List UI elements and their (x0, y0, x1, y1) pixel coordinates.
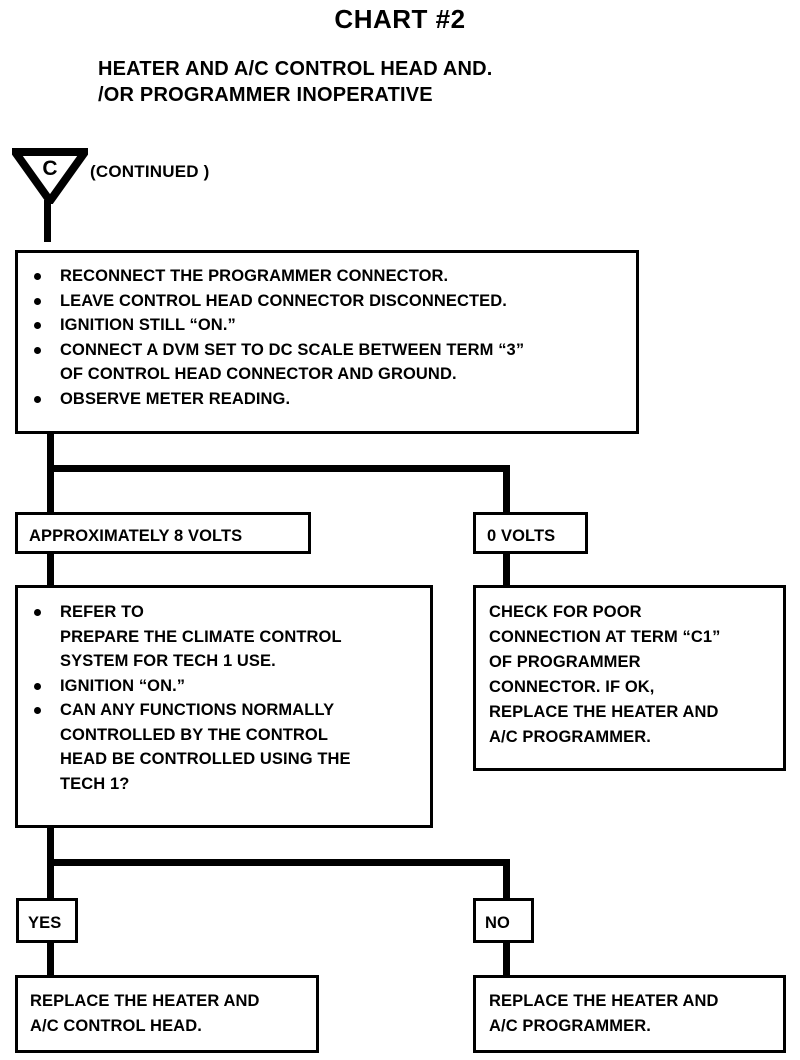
connector-line-to-no (503, 859, 510, 904)
label-0-volts: 0 VOLTS (473, 512, 588, 554)
check-poor-connection-box: CHECK FOR POOR CONNECTION AT TERM “C1” O… (473, 585, 786, 771)
list-item-continuation: TECH 1? (60, 774, 130, 793)
offpage-connector-symbol: C (12, 148, 88, 242)
connector-line-0volts-to-check (503, 548, 510, 590)
bullet-icon (34, 707, 41, 714)
text-line: CONNECTOR. IF OK, (489, 678, 655, 696)
list-item: IGNITION STILL “ON.” (30, 313, 636, 338)
result-box-replace-programmer: REPLACE THE HEATER AND A/C PROGRAMMER. (473, 975, 786, 1053)
subtitle-line-2: /OR PROGRAMMER INOPERATIVE (98, 84, 433, 106)
text-line: REPLACE THE HEATER AND (489, 703, 719, 721)
connector-line-branch-answer (47, 859, 510, 866)
connector-line-to-8volts (47, 465, 54, 523)
list-item: OBSERVE METER READING. (30, 387, 636, 412)
inverted-triangle-icon (12, 148, 88, 204)
result-box-replace-control-head: REPLACE THE HEATER AND A/C CONTROL HEAD. (15, 975, 319, 1053)
instructions-box: RECONNECT THE PROGRAMMER CONNECTOR. LEAV… (15, 250, 639, 434)
bullet-icon (34, 682, 41, 690)
text-line: A/C CONTROL HEAD. (30, 1017, 202, 1035)
label-no: NO (473, 898, 534, 943)
bullet-icon (34, 609, 41, 616)
label-approximately-8-volts: APPROXIMATELY 8 VOLTS (15, 512, 311, 554)
text-line: OF PROGRAMMER (489, 653, 641, 671)
list-item: LEAVE CONTROL HEAD CONNECTOR DISCONNECTE… (30, 289, 636, 314)
bullet-icon (34, 322, 41, 329)
bullet-icon (34, 297, 41, 305)
list-item-continuation: OF CONTROL HEAD CONNECTOR AND GROUND. (60, 365, 457, 383)
connector-line-to-0volts (503, 465, 510, 523)
instructions-list: RECONNECT THE PROGRAMMER CONNECTOR. LEAV… (30, 264, 636, 411)
connector-line-no-to-result (503, 938, 510, 980)
connector-line-yes-to-result (47, 938, 54, 980)
list-item: RECONNECT THE PROGRAMMER CONNECTOR. (30, 264, 636, 289)
list-item: IGNITION “ON.” (30, 674, 430, 699)
list-item: CONNECT A DVM SET TO DC SCALE BETWEEN TE… (30, 338, 636, 387)
bullet-icon (34, 273, 41, 280)
connector-line-trunk-top (47, 430, 54, 474)
connector-letter: C (42, 157, 58, 180)
connector-stem (44, 200, 51, 242)
text-line: A/C PROGRAMMER. (489, 1017, 651, 1035)
connector-line-8volts-to-tech1 (47, 548, 54, 590)
subtitle-line-1: HEATER AND A/C CONTROL HEAD AND. (98, 58, 493, 80)
text-line: A/C PROGRAMMER. (489, 728, 651, 746)
list-item-continuation: HEAD BE CONTROLLED USING THE (60, 750, 351, 768)
list-item-continuation: CONTROLLED BY THE CONTROL (60, 725, 329, 744)
connector-line-trunk-mid (47, 824, 54, 866)
connector-line-to-yes (47, 859, 54, 904)
bullet-icon (34, 346, 41, 354)
connector-line-branch-voltage (47, 465, 510, 472)
chart-subtitle: HEATER AND A/C CONTROL HEAD AND. /OR PRO… (98, 56, 758, 108)
bullet-icon (34, 395, 41, 403)
page-title: CHART #2 (334, 4, 466, 34)
continued-label: (CONTINUED ) (90, 162, 210, 181)
list-item-continuation: PREPARE THE CLIMATE CONTROL (60, 627, 342, 646)
text-line: CONNECTION AT TERM “C1” (489, 628, 721, 646)
label-yes: YES (16, 898, 78, 943)
text-line: CHECK FOR POOR (489, 603, 642, 621)
text-line: REPLACE THE HEATER AND (30, 992, 260, 1010)
text-line: REPLACE THE HEATER AND (489, 992, 719, 1010)
list-item-continuation: SYSTEM FOR TECH 1 USE. (60, 652, 276, 670)
